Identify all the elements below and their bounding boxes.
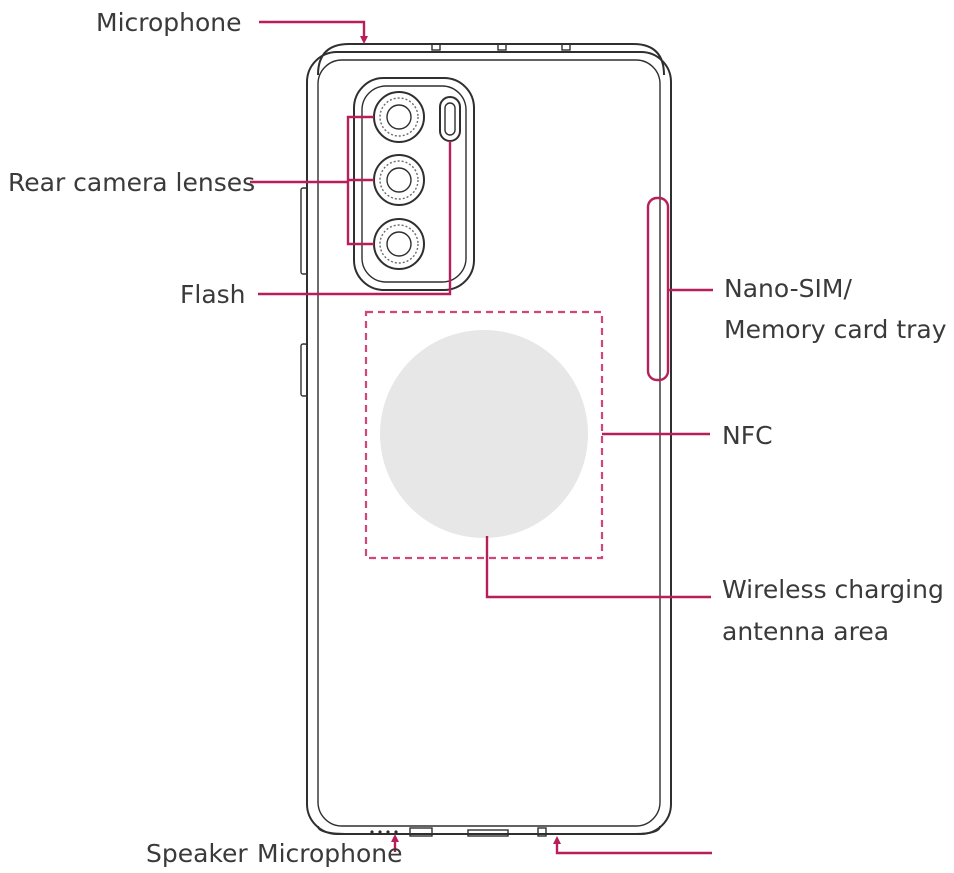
wireless-charging-coil [380,330,588,538]
phone-body [300,43,672,837]
label-rear-camera-lenses: Rear camera lenses [8,168,255,197]
side-button-lower [300,343,308,397]
label-microphone-bottom: Microphone [257,839,403,868]
label-microphone-top: Microphone [96,8,242,37]
label-nano-sim-line2: Memory card tray [724,315,947,344]
callout-lines [250,20,713,855]
camera-module [353,77,475,291]
rear-camera-lens-middle [373,154,425,206]
rear-camera-lens-top [373,91,425,143]
side-button-upper [300,187,308,275]
label-nfc: NFC [722,421,773,450]
label-nano-sim-line1: Nano-SIM/ [724,274,852,303]
flash [439,96,461,142]
nfc-area-outline [364,310,604,560]
label-flash: Flash [180,280,246,309]
nano-sim-tray [646,196,670,382]
rear-camera-lens-bottom [373,218,425,270]
label-wireless-line1: Wireless charging [722,575,944,604]
speaker-holes [370,830,398,834]
label-speaker: Speaker [146,839,248,868]
label-wireless-line2: antenna area [722,617,889,646]
